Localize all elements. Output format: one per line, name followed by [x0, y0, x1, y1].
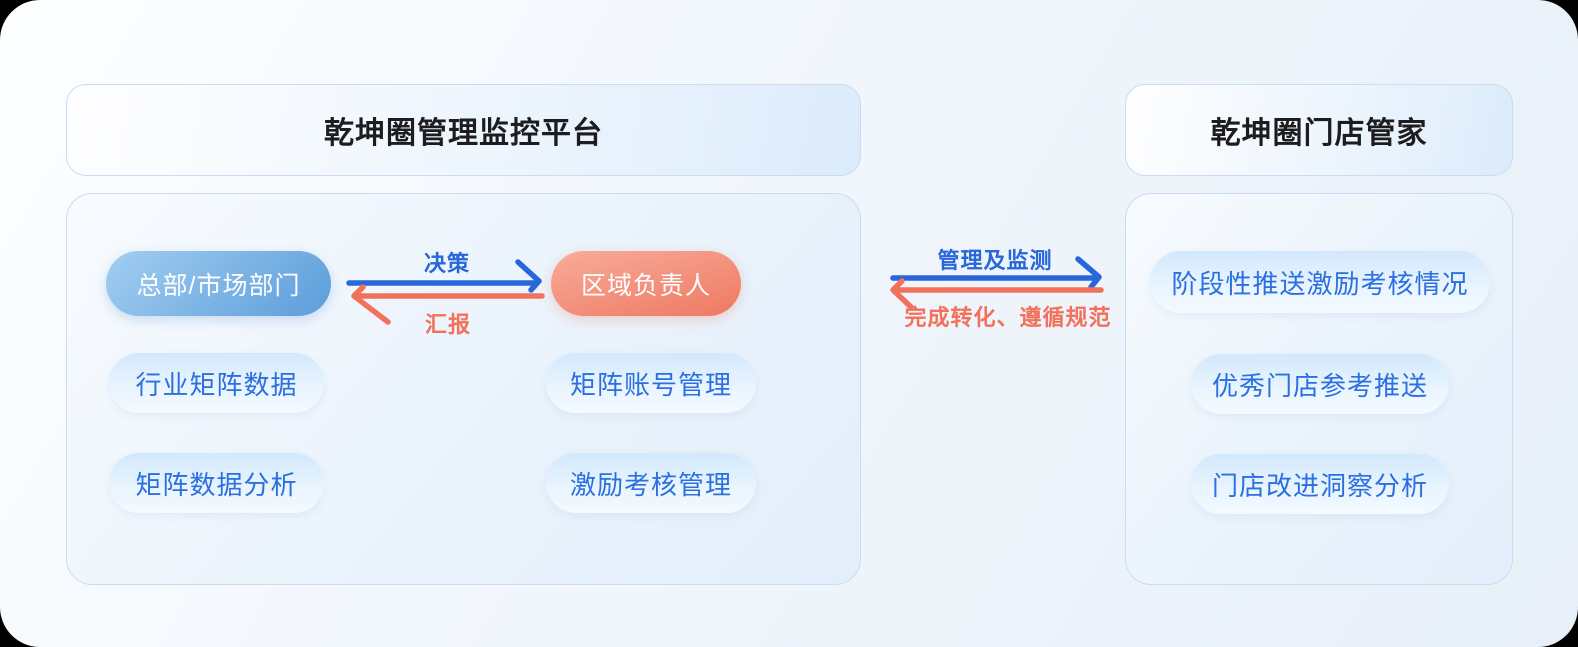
manage-monitor-label: 管理及监测 — [937, 248, 1053, 273]
module-label: 行业矩阵数据 — [135, 369, 298, 400]
module-label: 优秀门店参考推送 — [1211, 370, 1428, 401]
store-manager-panel: 阶段性推送激励考核情况 优秀门店参考推送 门店改进洞察分析 — [1125, 193, 1513, 585]
module-pill-store-improvement-insight: 门店改进洞察分析 — [1191, 454, 1449, 514]
module-pill-industry-matrix-data: 行业矩阵数据 — [109, 353, 324, 413]
store-manager-header: 乾坤圈门店管家 — [1125, 84, 1513, 176]
module-pill-matrix-data-analysis: 矩阵数据分析 — [109, 453, 324, 513]
management-platform-header: 乾坤圈管理监控平台 — [66, 84, 861, 176]
conversion-arrow-head-icon — [890, 278, 914, 310]
bridge-flow-arrows-icon — [890, 256, 1104, 310]
module-label: 门店改进洞察分析 — [1211, 470, 1428, 501]
management-platform-title: 乾坤圈管理监控平台 — [324, 117, 603, 150]
module-pill-excellent-store-push: 优秀门店参考推送 — [1191, 354, 1449, 414]
module-pill-periodic-incentive-push: 阶段性推送激励考核情况 — [1150, 251, 1490, 313]
manage-monitor-arrow-head-icon — [1075, 256, 1102, 290]
module-pill-incentive-assessment-management: 激励考核管理 — [546, 453, 756, 513]
decision-arrow-head-icon — [515, 259, 542, 293]
module-label: 激励考核管理 — [569, 469, 732, 500]
report-label: 汇报 — [424, 312, 471, 337]
decision-label: 决策 — [423, 251, 470, 276]
hq-market-dept-pill: 总部/市场部门 — [106, 251, 331, 316]
regional-manager-pill: 区域负责人 — [551, 251, 741, 316]
store-manager-title: 乾坤圈门店管家 — [1210, 117, 1428, 150]
hq-market-dept-label: 总部/市场部门 — [136, 271, 301, 300]
regional-manager-label: 区域负责人 — [580, 271, 711, 300]
module-pill-matrix-account-management: 矩阵账号管理 — [546, 353, 756, 413]
actor-flow-arrows-icon — [346, 259, 545, 325]
conversion-compliance-label: 完成转化、遵循规范 — [904, 305, 1112, 330]
report-arrow-head-icon — [351, 284, 391, 325]
module-label: 矩阵账号管理 — [569, 369, 732, 400]
module-label: 阶段性推送激励考核情况 — [1171, 268, 1469, 299]
management-platform-panel: 总部/市场部门 区域负责人 决策 汇报 行业矩阵数据 矩阵数据分析 矩阵账号管理… — [66, 193, 861, 585]
module-label: 矩阵数据分析 — [135, 469, 298, 500]
